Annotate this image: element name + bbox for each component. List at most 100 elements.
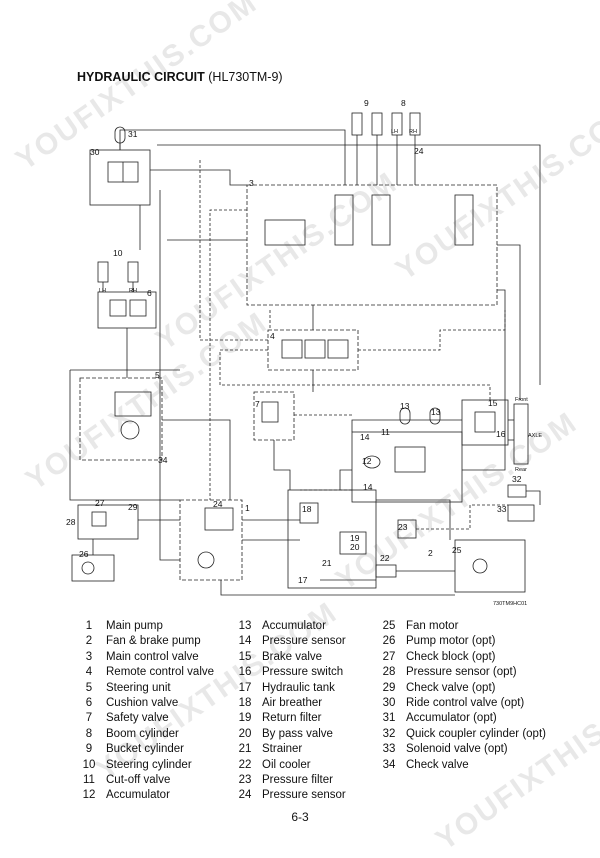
callout-22: 22 [380, 553, 390, 563]
callout-31: 31 [128, 129, 138, 139]
legend-number: 9 [85, 743, 93, 756]
callout-34: 34 [158, 455, 168, 465]
callout-11: 11 [381, 427, 390, 437]
legend-label: Pressure sensor [262, 789, 346, 802]
callout-13-a: 13 [400, 401, 410, 411]
legend-number: 30 [382, 697, 396, 710]
legend-number: 32 [382, 727, 396, 740]
legend-label: Check block (opt) [406, 650, 496, 663]
legend-number: 29 [382, 681, 396, 694]
legend-label: Oil cooler [262, 758, 311, 771]
legend-label: Pressure sensor [262, 635, 346, 648]
label-steer-rh: RH [129, 288, 137, 294]
legend-number: 3 [85, 650, 93, 663]
callout-13-b: 13 [431, 407, 441, 417]
legend-number: 7 [85, 712, 93, 725]
legend-label: Return filter [262, 712, 322, 725]
callout-24-a: 24 [213, 499, 223, 509]
legend-number: 18 [238, 697, 252, 710]
legend-number: 10 [82, 758, 96, 771]
main-pump-1 [179, 499, 243, 581]
callout-27: 27 [95, 498, 105, 508]
label-rear: Rear [515, 467, 527, 473]
legend-item: 23 Pressure filter [230, 773, 346, 788]
callout-30: 30 [90, 147, 100, 157]
legend-label: Quick coupler cylinder (opt) [406, 727, 546, 740]
legend-item: 33 Solenoid valve (opt) [374, 742, 546, 757]
callout-33: 33 [497, 504, 507, 514]
quick-coupler-cylinder-32 [507, 484, 527, 498]
legend-label: Accumulator [262, 620, 326, 632]
solenoid-valve-33 [507, 504, 535, 522]
legend-number: 31 [382, 712, 396, 725]
pilot-lines [199, 160, 508, 530]
legend-item: 28 Pressure sensor (opt) [374, 665, 546, 680]
brake-valve-15 [461, 399, 509, 446]
callout-28: 28 [66, 517, 76, 527]
callout-9: 9 [364, 98, 369, 108]
legend-label: Steering unit [106, 681, 171, 694]
legend-label: Fan & brake pump [106, 635, 201, 648]
legend-label: Pressure sensor (opt) [406, 666, 517, 679]
legend-item: 1 Main pump [74, 619, 214, 634]
ride-control-valve-30 [89, 149, 151, 206]
accumulator-12 [363, 455, 381, 469]
steering-unit-5 [79, 377, 163, 461]
callout-20: 20 [350, 542, 360, 552]
legend-number: 15 [238, 650, 252, 663]
legend-label: Main pump [106, 620, 163, 632]
label-steer-lh: LH [99, 288, 106, 294]
fan-motor-25 [454, 539, 526, 593]
callout-19: 19 [350, 533, 360, 543]
legend-number: 33 [382, 743, 396, 756]
legend-label: Safety valve [106, 712, 169, 725]
legend-number: 5 [85, 681, 93, 694]
callout-7: 7 [255, 399, 260, 409]
legend-item: 13 Accumulator [230, 619, 346, 634]
label-axle: AXLE [528, 433, 542, 439]
legend-number: 13 [238, 620, 252, 632]
callout-17: 17 [298, 575, 308, 585]
legend-label: Boom cylinder [106, 727, 179, 740]
callout-32: 32 [512, 474, 522, 484]
legend-number: 19 [238, 712, 252, 725]
legend-label: Hydraulic tank [262, 681, 335, 694]
legend-number: 28 [382, 666, 396, 679]
callout-24-b: 24 [414, 146, 424, 156]
drawing-code: 730TM9HC01 [493, 601, 527, 607]
legend-label: Solenoid valve (opt) [406, 743, 508, 756]
cushion-valve-6 [97, 291, 157, 329]
hydraulic-lines [69, 129, 541, 596]
legend-label: Check valve [406, 758, 469, 771]
legend-number: 12 [82, 789, 96, 802]
legend-number: 8 [85, 727, 93, 740]
callout-5: 5 [155, 370, 160, 380]
legend-number: 4 [85, 666, 93, 679]
oil-cooler-22 [375, 564, 397, 578]
legend-label: Air breather [262, 697, 323, 710]
legend-label: Pressure filter [262, 774, 333, 787]
callout-26: 26 [79, 549, 89, 559]
label-boom-lh: LH [391, 129, 398, 135]
legend-label: Cut-off valve [106, 774, 171, 787]
legend-number: 20 [238, 727, 252, 740]
legend-number: 1 [85, 620, 93, 632]
legend-item: 19 Return filter [230, 711, 346, 726]
legend-number: 23 [238, 774, 252, 787]
legend-number: 17 [238, 681, 252, 694]
legend-item: 8 Boom cylinder [74, 727, 214, 742]
callout-6: 6 [147, 288, 152, 298]
legend-item: 17 Hydraulic tank [230, 681, 346, 696]
label-front: Front [515, 397, 528, 403]
